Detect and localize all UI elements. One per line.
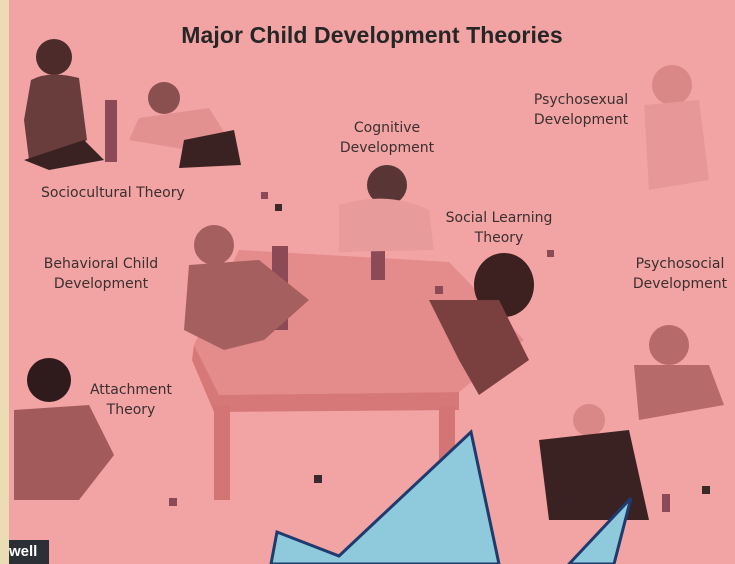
watermark-logo: well bbox=[9, 540, 49, 564]
child-legs-sociocultural bbox=[24, 140, 104, 170]
label-line: Development bbox=[533, 112, 629, 128]
label-line: Development bbox=[53, 276, 149, 292]
label-psychosexual-development: Psychosexual Development bbox=[521, 90, 641, 130]
blue-overlay-shape bbox=[269, 429, 501, 564]
block bbox=[662, 494, 670, 512]
adult-head-sociocultural bbox=[148, 82, 180, 114]
child-body-attachment bbox=[14, 405, 114, 500]
label-line: Theory bbox=[106, 402, 156, 418]
block bbox=[547, 250, 554, 257]
block bbox=[169, 498, 177, 506]
child-body-psychosocial bbox=[634, 365, 724, 420]
block bbox=[275, 204, 282, 211]
block bbox=[314, 475, 322, 483]
label-text: Sociocultural Theory bbox=[41, 185, 185, 201]
child-body-cognitive bbox=[339, 198, 434, 252]
block bbox=[702, 486, 710, 494]
label-social-learning-theory: Social Learning Theory bbox=[434, 208, 564, 248]
child-head-bottom bbox=[573, 404, 605, 436]
block bbox=[261, 192, 268, 199]
table-edge bbox=[192, 345, 459, 412]
child-head-behavioral bbox=[194, 225, 234, 265]
block-tower-sociocultural bbox=[105, 100, 117, 162]
page-title: Major Child Development Theories bbox=[181, 22, 563, 48]
label-line: Development bbox=[632, 276, 728, 292]
label-line: Development bbox=[339, 140, 435, 156]
child-head-sociocultural bbox=[36, 39, 72, 75]
blue-overlay-shape-right bbox=[566, 496, 633, 564]
label-line: Theory bbox=[474, 230, 524, 246]
child-body-sociocultural bbox=[24, 74, 87, 160]
label-attachment-theory: Attachment Theory bbox=[81, 380, 181, 420]
block bbox=[435, 286, 443, 294]
label-psychosocial-development: Psychosocial Development bbox=[624, 254, 735, 294]
illustration-panel: Major Child Development Theories Sociocu… bbox=[9, 0, 735, 564]
child-body-psychosexual bbox=[644, 100, 709, 190]
child-head-psychosocial bbox=[649, 325, 689, 365]
child-body-social-learning bbox=[429, 300, 529, 395]
label-line: Psychosexual bbox=[533, 92, 629, 108]
label-line: Psychosocial bbox=[635, 256, 725, 272]
child-body-behavioral bbox=[184, 260, 309, 350]
child-hair-attachment bbox=[27, 358, 71, 402]
illustration-art bbox=[14, 39, 724, 564]
child-body-bottom bbox=[539, 430, 649, 520]
child-head-psychosexual bbox=[652, 65, 692, 105]
adult-legs-sociocultural bbox=[179, 130, 241, 168]
label-line: Attachment bbox=[89, 382, 173, 398]
label-line: Cognitive bbox=[353, 120, 421, 136]
label-behavioral-child-development: Behavioral Child Development bbox=[31, 254, 171, 294]
table-leg-left bbox=[214, 405, 230, 500]
label-cognitive-development: Cognitive Development bbox=[332, 118, 442, 158]
label-line: Behavioral Child bbox=[43, 256, 159, 272]
label-sociocultural-theory: Sociocultural Theory bbox=[41, 183, 185, 203]
label-line: Social Learning bbox=[445, 210, 553, 226]
child-head-cognitive bbox=[367, 165, 407, 205]
